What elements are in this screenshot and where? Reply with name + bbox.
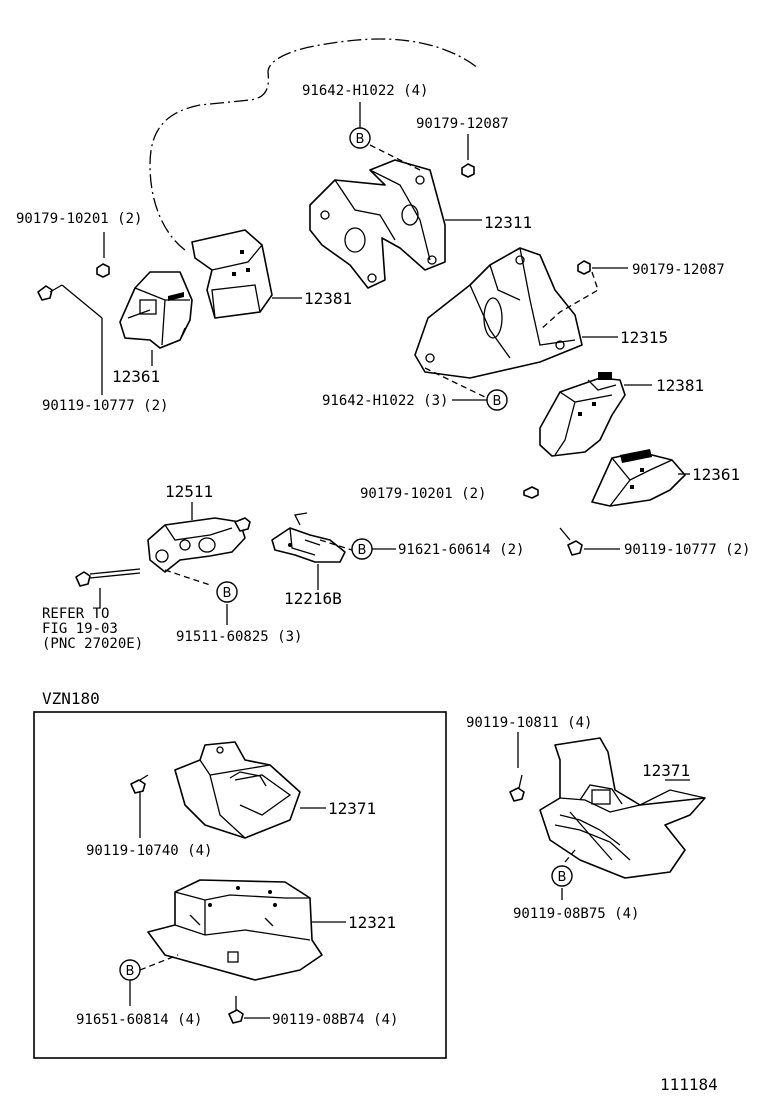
label-12511: 12511	[165, 482, 213, 501]
callout-b-12511: B	[216, 581, 238, 603]
label-91621-60614: 91621-60614 (2)	[398, 542, 524, 558]
engine-outline	[149, 38, 479, 251]
svg-text:B: B	[356, 132, 365, 147]
label-90119-10811: 90119-10811 (4)	[466, 715, 592, 731]
label-91511-60825: 91511-60825 (3)	[176, 629, 302, 645]
label-90119-08b74: 90119-08B74 (4)	[272, 1012, 398, 1028]
label-90179-12087-top: 90179-12087	[416, 116, 509, 132]
bracket-12381-right	[539, 372, 626, 457]
label-91651-60814: 91651-60814 (4)	[76, 1012, 202, 1028]
label-refer-fig: FIG 19-03	[42, 621, 118, 637]
bolt-long-27020e	[75, 568, 141, 587]
label-90119-10777-right: 90119-10777 (2)	[624, 542, 750, 558]
label-12315: 12315	[620, 328, 668, 347]
mount-pad-12321	[147, 879, 323, 981]
svg-text:B: B	[558, 870, 567, 885]
label-91642-h1022-4: 91642-H1022 (4)	[302, 83, 428, 99]
svg-text:B: B	[493, 394, 502, 409]
nut-90179-12087-right	[577, 260, 591, 275]
label-12361-left: 12361	[112, 367, 160, 386]
callout-b-right: B	[551, 865, 573, 887]
insulator-12361-right	[591, 449, 686, 507]
bracket-12381-left	[191, 229, 273, 319]
label-12311: 12311	[484, 213, 532, 232]
bolt-90119-08b74	[228, 996, 244, 1024]
callout-b-box: B	[119, 959, 141, 981]
label-12361-right: 12361	[692, 465, 740, 484]
label-12321: 12321	[348, 913, 396, 932]
label-12371-box: 12371	[328, 799, 376, 818]
label-12381-left: 12381	[304, 289, 352, 308]
bracket-12216b	[271, 512, 346, 563]
bolt-90119-10740	[130, 774, 149, 794]
label-refer-to: REFER TO	[42, 606, 109, 622]
figure-number: 111184	[660, 1075, 718, 1094]
bracket-12311	[309, 159, 446, 289]
label-91642-h1022-3: 91642-H1022 (3)	[322, 393, 448, 409]
nut-90179-10201-left	[96, 263, 110, 278]
bracket-12511	[147, 517, 251, 573]
bracket-12315	[414, 247, 583, 379]
label-90179-12087-right: 90179-12087	[632, 262, 725, 278]
label-12371-right: 12371	[642, 761, 690, 780]
bolt-90119-10777-right	[559, 527, 583, 556]
bolt-90119-10777-left	[37, 284, 63, 301]
label-12216b: 12216B	[284, 589, 342, 608]
svg-text:B: B	[358, 543, 367, 558]
callout-b-top: B	[349, 127, 371, 149]
label-90179-10201-right: 90179-10201 (2)	[360, 486, 486, 502]
label-vzn180: VZN180	[42, 689, 100, 708]
svg-text:B: B	[126, 964, 135, 979]
insulator-12361-left	[119, 271, 193, 349]
label-90119-10777-left: 90119-10777 (2)	[42, 398, 168, 414]
label-90119-08b75: 90119-08B75 (4)	[513, 906, 639, 922]
callout-b-mid: B	[486, 389, 508, 411]
bolt-90119-10811	[509, 774, 525, 802]
svg-text:B: B	[223, 586, 232, 601]
label-refer-pnc: (PNC 27020E)	[42, 636, 143, 652]
label-90179-10201-left: 90179-10201 (2)	[16, 211, 142, 227]
nut-90179-10201-right	[523, 486, 539, 499]
mount-12371-right	[539, 737, 706, 879]
mount-12371-box	[174, 741, 301, 839]
label-90119-10740: 90119-10740 (4)	[86, 843, 212, 859]
nut-90179-12087-top	[461, 163, 475, 178]
callout-b-12216b: B	[351, 538, 373, 560]
label-12381-right: 12381	[656, 376, 704, 395]
vzn180-box	[33, 711, 447, 1059]
